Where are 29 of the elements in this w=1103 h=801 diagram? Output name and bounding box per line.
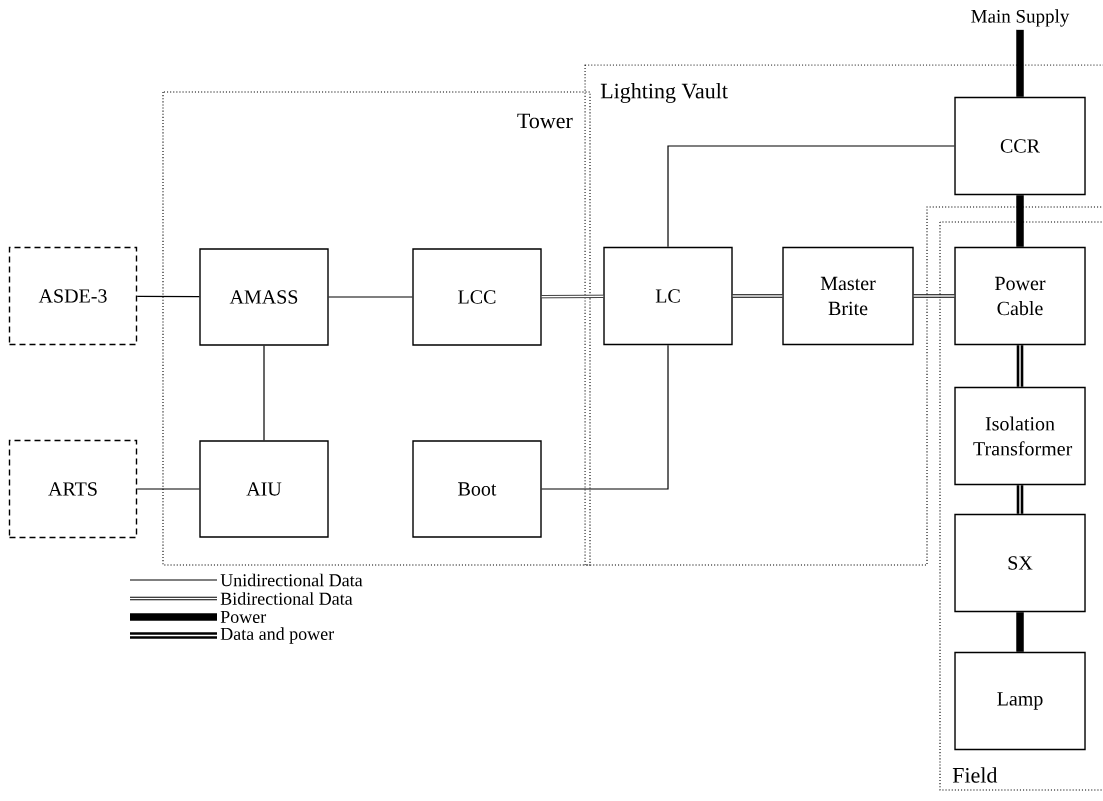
- data-line: [136, 488, 200, 490]
- component-box: AMASS: [199, 248, 329, 346]
- legend-label: Power: [220, 611, 267, 623]
- data-power-line: [1016, 484, 1024, 515]
- component-box: SX: [954, 513, 1086, 613]
- data-line: [136, 295, 200, 298]
- legend-label: Bidirectional Data: [220, 592, 353, 605]
- bidirectional-line: [731, 294, 784, 298]
- external-system-box: ASDE-3: [8, 246, 138, 346]
- data-line: [328, 296, 413, 298]
- bidirectional-line: [540, 294, 605, 299]
- external-system-box: ARTS: [8, 439, 138, 539]
- component-box: Isolation Transformer: [954, 386, 1086, 486]
- component-box: Master Brite: [782, 246, 914, 346]
- component-box: Boot: [412, 440, 542, 538]
- component-box: CCR: [954, 96, 1086, 196]
- legend-label: Unidirectional Data: [220, 573, 363, 587]
- data-line: [263, 345, 265, 441]
- component-box: AIU: [199, 440, 329, 538]
- component-box: Lamp: [954, 651, 1086, 751]
- supply-label: Main Supply: [971, 9, 1070, 27]
- bidirectional-line: [912, 294, 956, 298]
- component-box: Power Cable: [954, 246, 1086, 346]
- legend-label: Data and power: [220, 627, 334, 644]
- component-box: LCC: [412, 248, 542, 346]
- data-line: [667, 145, 955, 248]
- data-power-line: [1016, 344, 1024, 388]
- data-line: [541, 344, 669, 490]
- component-box: LC: [603, 246, 733, 346]
